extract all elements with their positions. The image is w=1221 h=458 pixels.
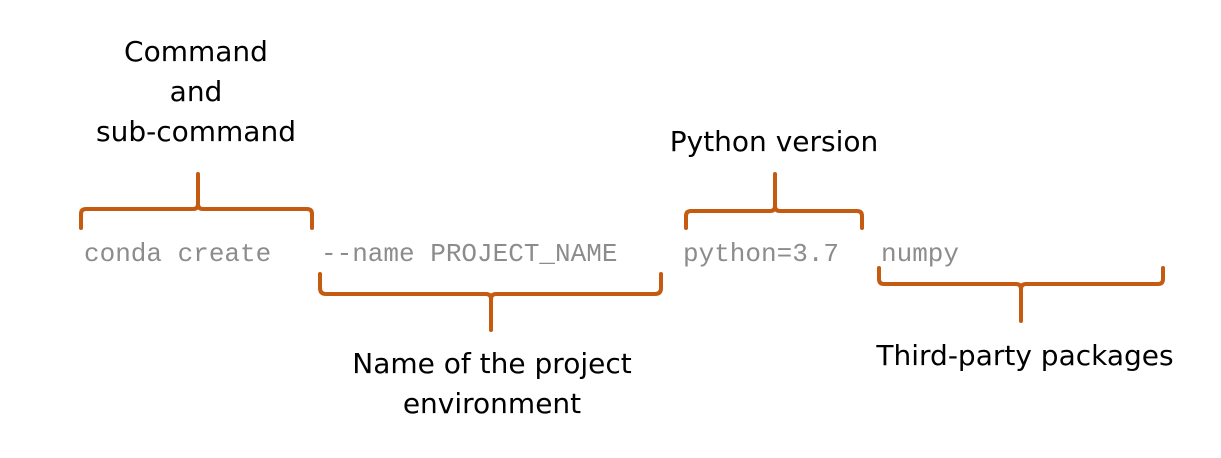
brace-packages: [877, 266, 1165, 323]
command-base: conda create: [84, 239, 272, 269]
label-command: Command and sub-command: [76, 32, 316, 152]
label-command-line-2: and: [169, 75, 223, 108]
brace-command: [79, 172, 314, 230]
command-name-flag: --name PROJECT_NAME: [321, 239, 618, 269]
label-project-name-line-2: environment: [402, 387, 582, 420]
label-command-line-1: Command: [124, 35, 268, 68]
label-python-version: Python version: [654, 122, 894, 162]
label-python-version-text: Python version: [669, 125, 879, 158]
label-packages-text: Third-party packages: [876, 339, 1174, 372]
label-project-name: Name of the project environment: [342, 344, 642, 424]
brace-project-name: [318, 272, 663, 332]
command-python: python=3.7: [683, 239, 840, 269]
label-command-line-3: sub-command: [96, 115, 296, 148]
brace-python-version: [684, 172, 864, 230]
label-packages: Third-party packages: [870, 336, 1180, 376]
label-project-name-line-1: Name of the project: [352, 347, 632, 380]
command-packages: numpy: [881, 239, 960, 269]
